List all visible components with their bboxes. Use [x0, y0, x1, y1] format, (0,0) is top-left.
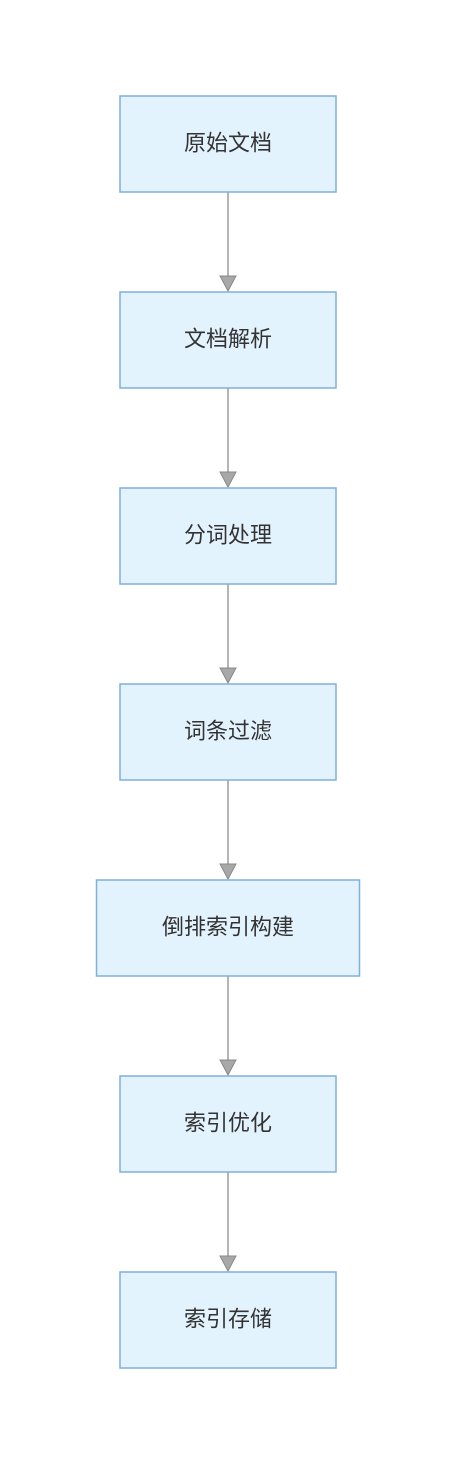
arrowhead-icon — [219, 863, 237, 881]
node-label: 倒排索引构建 — [162, 916, 294, 941]
node-tokenization: 分词处理 — [119, 487, 337, 585]
node-label: 分词处理 — [184, 524, 272, 549]
node-original-document: 原始文档 — [119, 95, 337, 193]
node-label: 文档解析 — [184, 328, 272, 353]
node-index-storage: 索引存储 — [119, 1271, 337, 1369]
node-term-filtering: 词条过滤 — [119, 683, 337, 781]
arrowhead-icon — [219, 667, 237, 685]
node-label: 词条过滤 — [184, 720, 272, 745]
arrowhead-icon — [219, 1059, 237, 1077]
node-document-parsing: 文档解析 — [119, 291, 337, 389]
node-label: 原始文档 — [184, 132, 272, 157]
edge-n4-n5 — [219, 780, 237, 881]
node-label: 索引存储 — [184, 1308, 272, 1333]
edge-n5-n6 — [219, 976, 237, 1077]
arrowhead-icon — [219, 471, 237, 489]
edge-n2-n3 — [219, 388, 237, 489]
edge-n1-n2 — [219, 192, 237, 293]
arrowhead-icon — [219, 1255, 237, 1273]
node-inverted-index-build: 倒排索引构建 — [95, 879, 361, 977]
edge-n6-n7 — [219, 1172, 237, 1273]
node-index-optimization: 索引优化 — [119, 1075, 337, 1173]
edge-n3-n4 — [219, 584, 237, 685]
node-label: 索引优化 — [184, 1112, 272, 1137]
arrowhead-icon — [219, 275, 237, 293]
